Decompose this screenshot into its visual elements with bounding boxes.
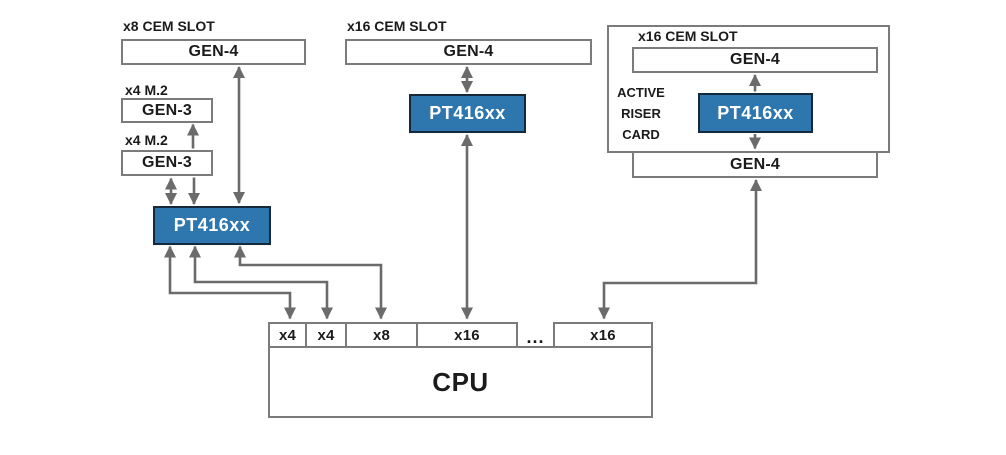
m2-slot-label-top: x4 M.2 bbox=[125, 82, 168, 98]
m2-gen3-box-top: GEN-3 bbox=[121, 98, 213, 123]
x8-cem-gen4-box: GEN-4 bbox=[121, 39, 306, 65]
cpu-box: CPU bbox=[268, 346, 653, 418]
retimer-chip-middle: PT416xx bbox=[409, 94, 526, 133]
m2-slot-label-bottom: x4 M.2 bbox=[125, 132, 168, 148]
x16-cem-slot-label-riser: x16 CEM SLOT bbox=[638, 28, 738, 44]
x8-cem-slot-label: x8 CEM SLOT bbox=[123, 18, 215, 34]
riser-edge-gen4-box: GEN-4 bbox=[632, 151, 878, 178]
m2-gen3-box-bottom: GEN-3 bbox=[121, 150, 213, 176]
retimer-chip-riser: PT416xx bbox=[698, 93, 813, 133]
retimer-chip-left: PT416xx bbox=[153, 206, 271, 245]
x16-cem-gen4-box-riser: GEN-4 bbox=[632, 47, 878, 73]
arrow-retimer-left-to-cpu-x4-2 bbox=[189, 245, 333, 320]
x16-cem-slot-label-middle: x16 CEM SLOT bbox=[347, 18, 447, 34]
cpu-ports-ellipsis: ... bbox=[526, 327, 545, 347]
arrow-edge-gen4-to-cpu-x16 bbox=[598, 179, 762, 320]
arrow-retimer-left-to-cpu-x8 bbox=[234, 245, 387, 320]
active-riser-card-label: ACTIVE RISER CARD bbox=[617, 85, 665, 142]
x16-cem-gen4-box-middle: GEN-4 bbox=[345, 39, 592, 65]
